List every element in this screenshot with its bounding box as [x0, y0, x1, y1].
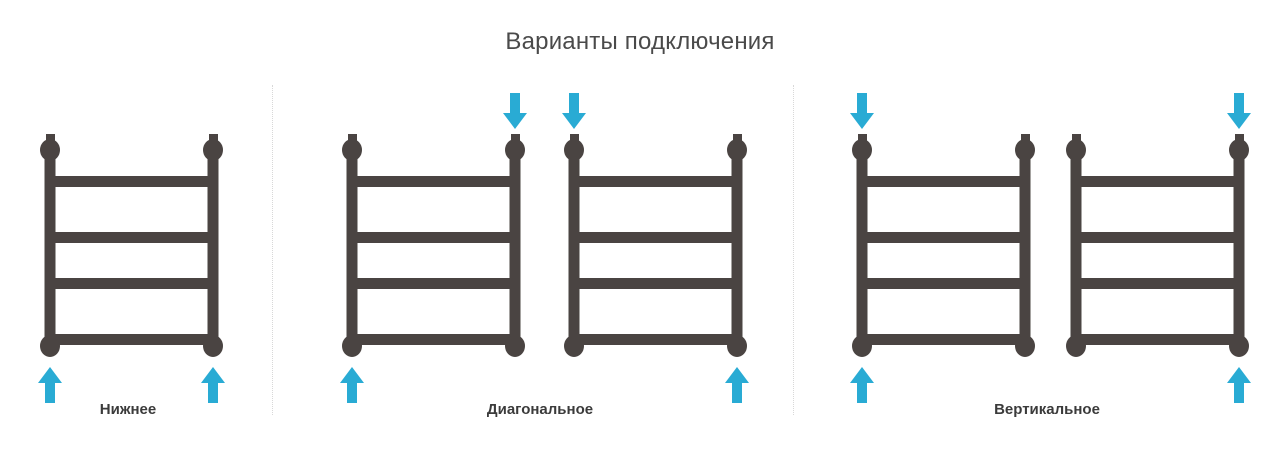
ladder-rung-3 — [569, 278, 742, 289]
ladder-rung-2 — [857, 232, 1030, 243]
arrow-up-bottom-left — [340, 367, 364, 403]
ladder-rung-4 — [857, 334, 1030, 345]
ladder-body-diagonal-ladder-2 — [564, 134, 747, 357]
ladder-rung-1 — [45, 176, 218, 187]
ladder-post-right — [207, 150, 219, 346]
ladder-rung-4 — [569, 334, 742, 345]
connector-knob-top-left — [40, 139, 60, 161]
divider-2 — [793, 85, 795, 415]
connector-knob-top-right — [727, 139, 747, 161]
arrow-down-top-left — [562, 93, 586, 129]
arrow-up-bottom-right — [201, 367, 225, 403]
connector-knob-bottom-left — [564, 335, 584, 357]
ladder-rung-1 — [857, 176, 1030, 187]
connector-knob-top-left — [564, 139, 584, 161]
ladder-post-left — [1070, 150, 1082, 346]
ladder-rung-2 — [347, 232, 520, 243]
ladder-rung-1 — [569, 176, 742, 187]
connector-knob-bottom-right — [505, 335, 525, 357]
arrow-down-top-right — [1227, 93, 1251, 129]
connector-knob-top-right — [1015, 139, 1035, 161]
ladder-rung-2 — [569, 232, 742, 243]
ladder-post-right — [731, 150, 743, 346]
connector-knob-bottom-right — [727, 335, 747, 357]
divider-1 — [272, 85, 274, 415]
connector-knob-top-left — [852, 139, 872, 161]
ladder-rung-3 — [857, 278, 1030, 289]
ladder-post-left — [346, 150, 358, 346]
connector-knob-bottom-right — [1229, 335, 1249, 357]
connector-knob-top-left — [1066, 139, 1086, 161]
connector-knob-bottom-left — [342, 335, 362, 357]
connector-knob-top-right — [203, 139, 223, 161]
ladder-rung-4 — [347, 334, 520, 345]
group-label-diagonal: Диагональное — [486, 401, 594, 418]
ladder-post-right — [1019, 150, 1031, 346]
ladder-post-left — [568, 150, 580, 346]
ladder-post-right — [509, 150, 521, 346]
connector-knob-bottom-left — [1066, 335, 1086, 357]
group-label-vertical: Вертикальное — [994, 401, 1100, 418]
ladder-body-vertical-ladder-1 — [852, 134, 1035, 357]
ladder-rung-1 — [1071, 176, 1244, 187]
connector-knob-bottom-right — [1015, 335, 1035, 357]
ladder-rung-3 — [45, 278, 218, 289]
page-title: Варианты подключения — [505, 28, 775, 55]
connector-knob-bottom-left — [40, 335, 60, 357]
ladder-rung-2 — [45, 232, 218, 243]
ladder-rung-2 — [1071, 232, 1244, 243]
ladder-rung-1 — [347, 176, 520, 187]
arrow-up-bottom-left — [850, 367, 874, 403]
connector-knob-bottom-left — [852, 335, 872, 357]
ladder-post-left — [44, 150, 56, 346]
ladder-rung-4 — [45, 334, 218, 345]
ladder-post-right — [1233, 150, 1245, 346]
arrow-down-top-left — [850, 93, 874, 129]
ladder-diagonal-ladder-1 — [340, 93, 527, 403]
arrow-down-top-right — [503, 93, 527, 129]
ladder-vertical-ladder-2 — [1066, 93, 1251, 403]
ladder-rung-3 — [347, 278, 520, 289]
ladder-body-vertical-ladder-2 — [1066, 134, 1249, 357]
arrow-up-bottom-right — [725, 367, 749, 403]
group-label-bottom: Нижнее — [99, 401, 157, 418]
ladder-body-diagonal-ladder-1 — [342, 134, 525, 357]
ladder-post-left — [856, 150, 868, 346]
connector-knob-top-left — [342, 139, 362, 161]
ladder-rung-3 — [1071, 278, 1244, 289]
arrow-up-bottom-left — [38, 367, 62, 403]
ladder-diagonal-ladder-2 — [562, 93, 749, 403]
ladder-rung-4 — [1071, 334, 1244, 345]
ladder-body-bottom-ladder-1 — [40, 134, 223, 357]
ladder-bottom-ladder-1 — [38, 134, 225, 403]
ladder-vertical-ladder-1 — [850, 93, 1035, 403]
arrow-up-bottom-right — [1227, 367, 1251, 403]
connector-knob-bottom-right — [203, 335, 223, 357]
connector-knob-top-right — [505, 139, 525, 161]
connector-knob-top-right — [1229, 139, 1249, 161]
